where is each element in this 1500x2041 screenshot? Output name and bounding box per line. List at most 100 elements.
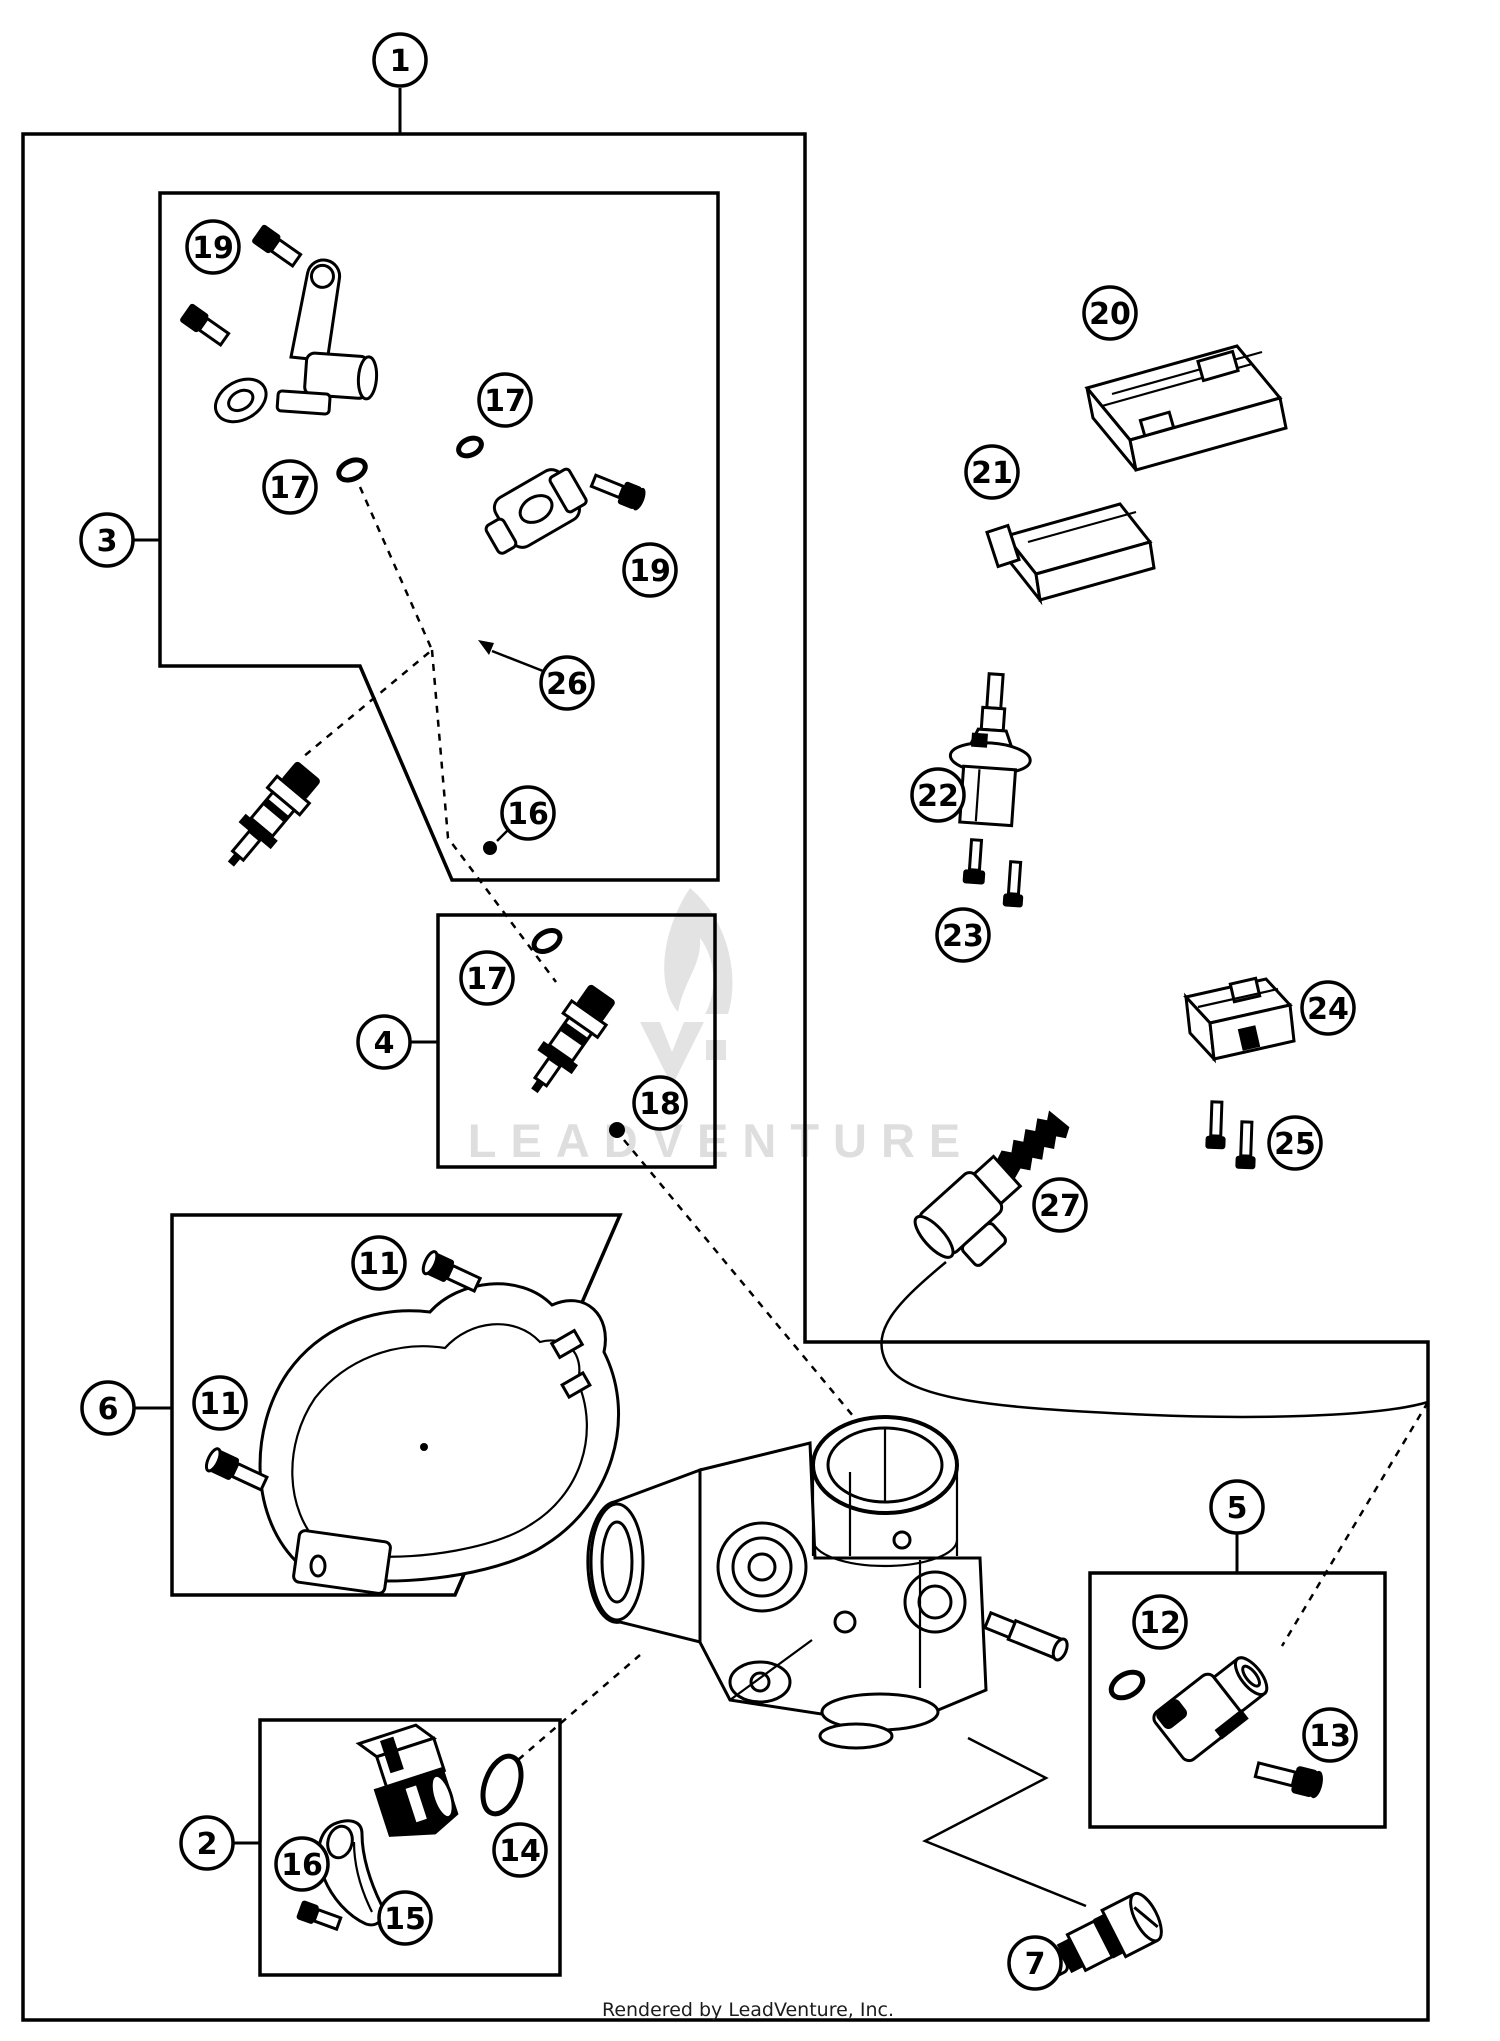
svg-text:16: 16 xyxy=(507,797,549,832)
ecu-20 xyxy=(1084,344,1288,472)
throttle-body xyxy=(586,1415,1069,1750)
callout-17: 17 xyxy=(459,950,515,1006)
group-2-outline xyxy=(258,1718,562,1977)
svg-text:19: 19 xyxy=(192,231,234,266)
callout-24: 24 xyxy=(1300,980,1356,1036)
callout-16: 16 xyxy=(274,1836,330,1892)
svg-text:17: 17 xyxy=(484,384,526,419)
clip26-line xyxy=(491,649,544,673)
fuel-injector-b xyxy=(531,984,615,1094)
svg-text:13: 13 xyxy=(1309,1719,1351,1754)
callout-18: 18 xyxy=(632,1075,688,1131)
callout-21: 21 xyxy=(964,444,1020,500)
throttle-body-to-part7 xyxy=(922,1736,1087,1908)
wire-to-sensor13 xyxy=(1280,1401,1430,1647)
bolt-19b xyxy=(180,303,231,348)
screw-11a xyxy=(421,1250,483,1294)
svg-text:16: 16 xyxy=(281,1848,323,1883)
callout-22: 22 xyxy=(910,767,966,823)
oring17-to-injector-a xyxy=(302,486,434,758)
svg-text:11: 11 xyxy=(358,1247,400,1282)
ball-18 xyxy=(609,1122,625,1138)
callout-16: 16 xyxy=(500,785,556,841)
callout-2: 2 xyxy=(179,1815,260,1871)
callout-4: 4 xyxy=(356,1014,438,1070)
group-3-outline xyxy=(158,191,720,882)
callout-13: 13 xyxy=(1302,1707,1358,1763)
callout-7: 7 xyxy=(1007,1935,1063,1991)
callout-26: 26 xyxy=(539,655,595,711)
sensor27-wire xyxy=(880,1261,1429,1419)
callout-5: 5 xyxy=(1209,1479,1265,1573)
svg-text:17: 17 xyxy=(269,471,311,506)
screw-11b xyxy=(204,1447,269,1492)
oring-12 xyxy=(1108,1669,1146,1701)
svg-text:25: 25 xyxy=(1274,1127,1316,1162)
fuel-injector-a xyxy=(227,761,320,867)
callout-11: 11 xyxy=(192,1375,248,1431)
svg-text:2: 2 xyxy=(197,1827,218,1862)
oring-17c xyxy=(531,928,563,954)
svg-text:11: 11 xyxy=(199,1387,241,1422)
throttle-cover xyxy=(258,1282,620,1595)
svg-text:27: 27 xyxy=(1039,1189,1081,1224)
oring14-to-throttle-body xyxy=(496,1654,641,1779)
svg-text:26: 26 xyxy=(546,667,588,702)
svg-text:3: 3 xyxy=(97,524,118,559)
callout-23: 23 xyxy=(935,907,991,963)
callout-20: 20 xyxy=(1082,285,1138,341)
callout-19: 19 xyxy=(185,219,241,275)
ball-16 xyxy=(483,841,497,855)
screw-25a xyxy=(1205,1100,1226,1150)
callout-1: 1 xyxy=(372,32,428,134)
svg-text:1: 1 xyxy=(390,44,411,79)
connector-21 xyxy=(985,502,1156,606)
oring-17a xyxy=(336,457,368,483)
screw-25b xyxy=(1235,1120,1256,1170)
screw-23b xyxy=(1002,860,1024,908)
oring-14 xyxy=(480,1753,524,1817)
callout-15: 15 xyxy=(377,1890,433,1946)
svg-text:22: 22 xyxy=(917,779,959,814)
callout-17: 17 xyxy=(477,372,533,428)
footer-text: Rendered by LeadVenture, Inc. xyxy=(602,1999,894,2021)
svg-text:23: 23 xyxy=(942,919,984,954)
oring-17b xyxy=(456,435,484,459)
connector-14 xyxy=(355,1723,459,1837)
callout-25: 25 xyxy=(1267,1115,1323,1171)
screw-13 xyxy=(1253,1761,1323,1799)
screw-23a xyxy=(962,838,986,885)
oring17-to-injector-b xyxy=(430,649,557,983)
leadventure-flame-icon xyxy=(640,888,733,1086)
clip-26 xyxy=(478,640,494,655)
group-5-outline xyxy=(1088,1571,1387,1829)
svg-text:20: 20 xyxy=(1089,297,1131,332)
group-4-outline xyxy=(436,913,717,1169)
callout-6: 6 xyxy=(80,1380,172,1436)
group-6-outline xyxy=(170,1213,623,1597)
svg-text:7: 7 xyxy=(1025,1947,1046,1982)
bolt-19a xyxy=(252,224,303,269)
sensor-13 xyxy=(1152,1656,1269,1763)
svg-text:5: 5 xyxy=(1227,1491,1248,1526)
svg-text:21: 21 xyxy=(971,456,1013,491)
svg-text:18: 18 xyxy=(639,1087,681,1122)
svg-text:15: 15 xyxy=(384,1902,426,1937)
screw-16b xyxy=(296,1900,343,1932)
ball18-to-throttle-body xyxy=(623,1139,859,1423)
callout-17: 17 xyxy=(262,459,318,515)
callout-19: 19 xyxy=(622,542,678,598)
sensor-17-19 xyxy=(484,467,588,555)
group-1-outline xyxy=(21,132,1430,2022)
svg-text:17: 17 xyxy=(466,962,508,997)
svg-text:19: 19 xyxy=(629,554,671,589)
svg-text:4: 4 xyxy=(374,1026,395,1061)
svg-text:6: 6 xyxy=(98,1392,119,1427)
sensor-24 xyxy=(1183,976,1296,1064)
svg-text:24: 24 xyxy=(1307,992,1349,1027)
screw-19b xyxy=(589,473,646,511)
callout-14: 14 xyxy=(492,1822,548,1878)
svg-text:12: 12 xyxy=(1139,1606,1181,1641)
